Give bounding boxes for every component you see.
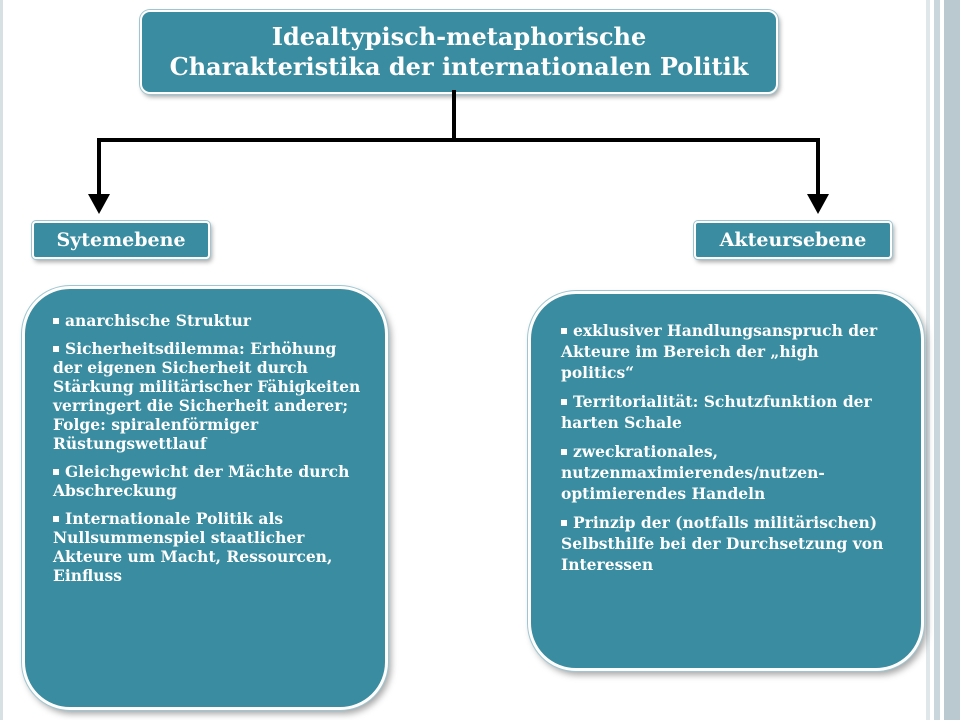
arrow-right-icon xyxy=(807,194,829,214)
level-label-system: Sytemebene xyxy=(56,229,186,251)
square-bullet-icon xyxy=(53,346,59,352)
right-frame-stripes xyxy=(926,0,960,720)
square-bullet-icon xyxy=(561,328,567,334)
arrow-left-icon xyxy=(88,194,110,214)
list-item: Sicherheitsdilemma: Erhöhung der eigenen… xyxy=(53,339,361,453)
square-bullet-icon xyxy=(561,449,567,455)
level-label-actor: Akteursebene xyxy=(719,229,867,251)
level-box-system: Sytemebene xyxy=(32,221,210,259)
list-item: anarchische Struktur xyxy=(53,311,363,330)
connector-horizontal xyxy=(97,138,820,142)
level-box-actor: Akteursebene xyxy=(694,221,892,259)
list-item: Gleichgewicht der Mächte durch Abschreck… xyxy=(53,462,350,500)
title-line-1: Idealtypisch-metaphorische xyxy=(271,22,647,51)
list-item: Prinzip der (notfalls militärischen) Sel… xyxy=(561,513,884,574)
connector-vertical-left xyxy=(97,138,101,198)
title-line-2: Charakteristika der internationalen Poli… xyxy=(169,52,749,81)
left-frame-border xyxy=(0,0,3,720)
square-bullet-icon xyxy=(53,318,59,324)
system-level-list: anarchische Struktur Sicherheitsdilemma:… xyxy=(53,311,363,585)
actor-level-box: exklusiver Handlungsanspruch der Akteure… xyxy=(528,291,924,671)
connector-vertical-right xyxy=(816,138,820,198)
title-box: Idealtypisch-metaphorische Charakteristi… xyxy=(140,10,778,94)
square-bullet-icon xyxy=(561,520,567,526)
list-item: zweckrationales, nutzenmaximierendes/nut… xyxy=(561,442,825,503)
square-bullet-icon xyxy=(561,399,567,405)
list-item: Internationale Politik als Nullsummenspi… xyxy=(53,509,333,585)
square-bullet-icon xyxy=(53,469,59,475)
list-item: Territorialität: Schutzfunktion der hart… xyxy=(561,392,872,432)
system-level-box: anarchische Struktur Sicherheitsdilemma:… xyxy=(22,286,388,710)
actor-level-list: exklusiver Handlungsanspruch der Akteure… xyxy=(561,320,887,575)
connector-vertical-top xyxy=(452,90,456,140)
square-bullet-icon xyxy=(53,516,59,522)
list-item: exklusiver Handlungsanspruch der Akteure… xyxy=(561,321,878,382)
